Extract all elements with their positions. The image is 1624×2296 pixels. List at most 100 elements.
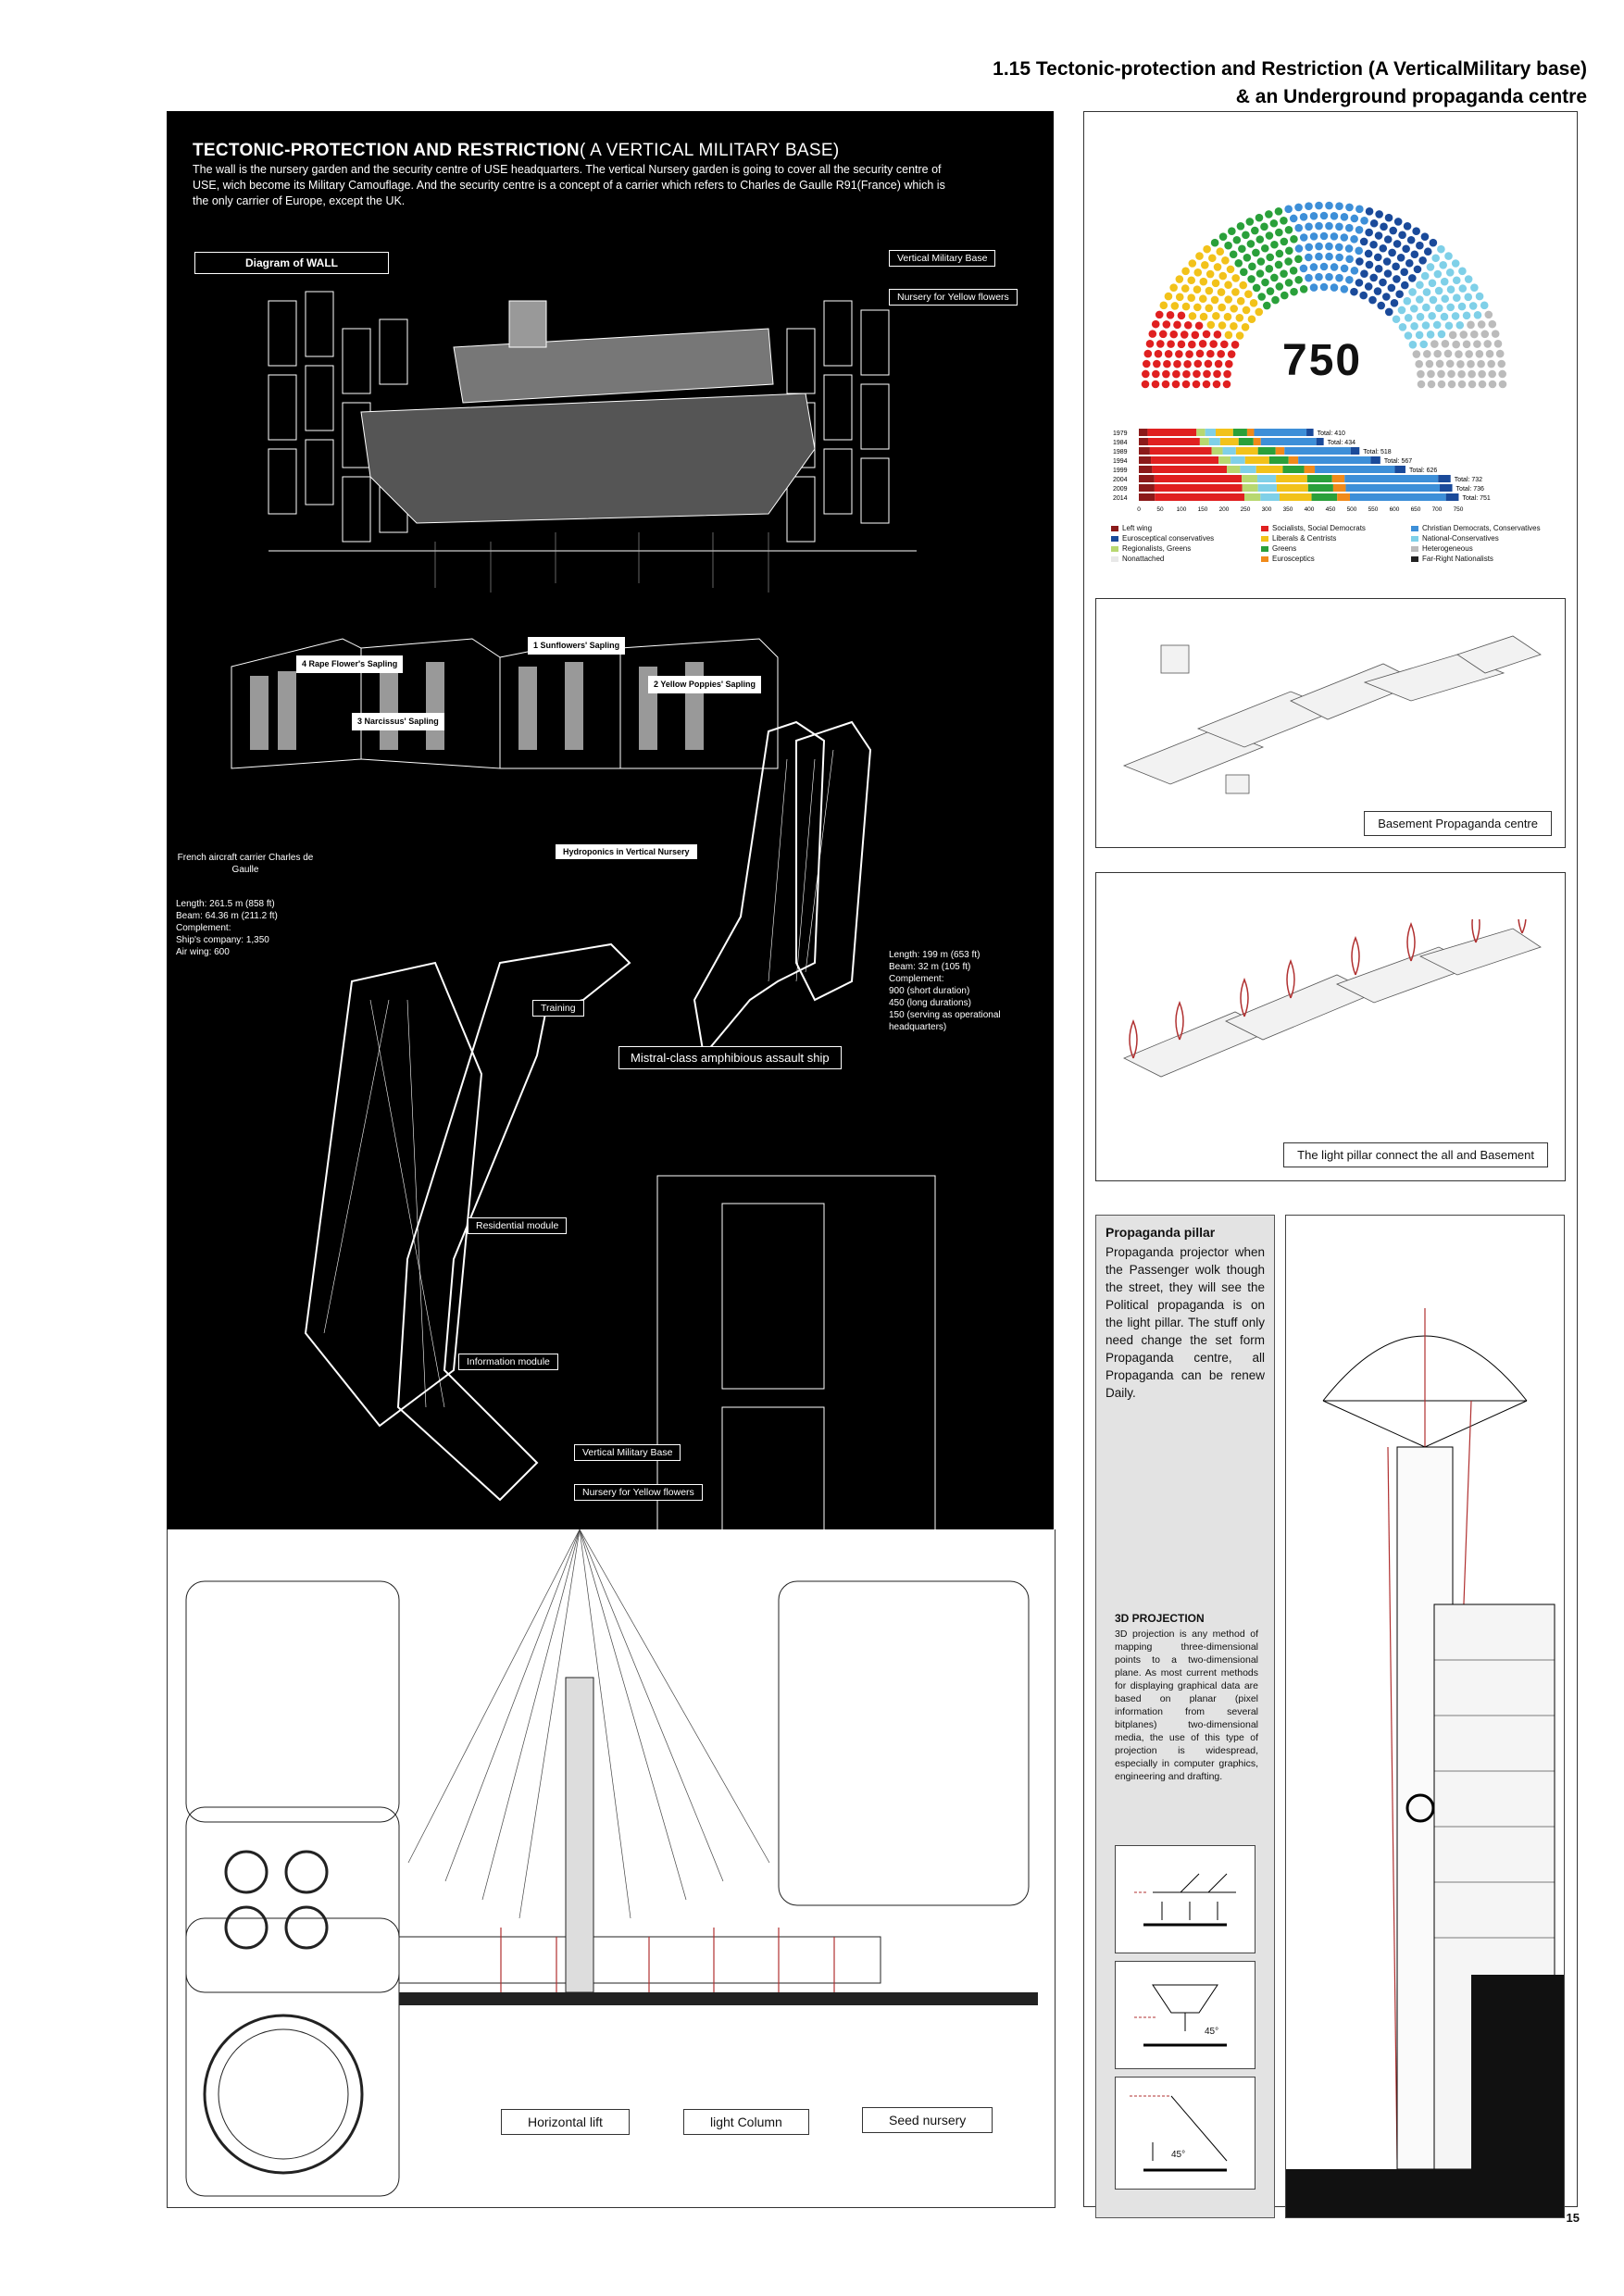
seat-dot — [1193, 303, 1202, 312]
seat-dot — [1408, 288, 1417, 296]
seat-dot — [1241, 322, 1250, 331]
seat-dot — [1229, 250, 1238, 259]
seat-dot — [1142, 359, 1151, 368]
seat-dot — [1426, 331, 1435, 339]
seat-bar-segment — [1275, 447, 1285, 455]
seat-dot — [1325, 272, 1333, 281]
seat-dot — [1458, 267, 1467, 276]
seat-bar-segment — [1257, 447, 1276, 455]
seat-dot — [1493, 339, 1503, 348]
seat-dot — [1205, 286, 1214, 295]
seat-dot — [1284, 257, 1293, 266]
seat-dot — [1198, 294, 1207, 304]
seat-dot — [1417, 369, 1425, 379]
legend-swatch — [1261, 525, 1268, 531]
seat-dot — [1183, 360, 1192, 368]
seat-dot — [1223, 312, 1232, 321]
bar-year-label: 2004 — [1113, 477, 1128, 483]
seat-dot — [1420, 271, 1430, 281]
cdg-spec-airwing: Air wing: 600 — [176, 947, 230, 957]
mistral-spec-short: 900 (short duration) — [889, 986, 970, 996]
seat-dot — [1419, 340, 1428, 349]
seat-dot — [1446, 303, 1455, 312]
seat-bar-segment — [1311, 493, 1338, 501]
seat-dot — [1319, 282, 1329, 292]
seat-dot — [1217, 288, 1226, 296]
seat-dot — [1440, 277, 1449, 286]
seat-dot — [1319, 211, 1329, 220]
projection-diagram-3: 45° — [1115, 2077, 1255, 2190]
projection-diagram-2-drawing — [1134, 1984, 1227, 2047]
seat-dot — [1290, 235, 1298, 243]
basement-panel: Basement Propaganda centre — [1095, 598, 1566, 848]
seat-dot — [1415, 295, 1424, 304]
seat-dot — [1141, 380, 1150, 389]
projection-diagram-1 — [1115, 1845, 1255, 1953]
seat-dot — [1426, 263, 1435, 271]
sapling-1: 1 Sunflowers' Sapling — [528, 637, 626, 655]
seat-dot — [1495, 349, 1505, 358]
seat-dot — [1193, 268, 1203, 277]
light-pillar-axonometric-drawing — [1123, 919, 1542, 1078]
seat-bar-segment — [1139, 484, 1155, 492]
seat-dot — [1201, 261, 1209, 269]
seat-dot — [1224, 295, 1233, 304]
seat-dot — [1193, 359, 1203, 368]
seat-dot — [1345, 275, 1354, 284]
seat-dot — [1214, 359, 1223, 368]
light-column-drawing — [185, 1529, 1038, 2197]
seat-dot — [1455, 350, 1463, 358]
seat-dot — [1330, 263, 1339, 271]
seat-dot — [1294, 244, 1304, 253]
seat-dot — [1443, 349, 1453, 358]
seat-dot — [1369, 273, 1378, 282]
seat-dot — [1177, 340, 1186, 349]
legend-label: Liberals & Centrists — [1272, 534, 1337, 543]
seat-dot — [1415, 359, 1424, 368]
seat-dot — [1309, 212, 1318, 220]
seat-dot — [1156, 340, 1165, 348]
training-label: Training — [532, 1000, 584, 1017]
seat-dot — [1212, 311, 1220, 320]
seat-dot — [1227, 350, 1236, 358]
bar-total-label: Total: 567 — [1384, 458, 1412, 465]
legend-label: Greens — [1272, 544, 1297, 553]
seat-bar-segment — [1152, 466, 1228, 473]
seat-dot — [1402, 244, 1410, 254]
seat-dot — [1456, 360, 1465, 368]
bar-year-label: 1994 — [1113, 458, 1128, 465]
propaganda-text-column: Propaganda pillar Propaganda projector w… — [1095, 1215, 1275, 2218]
seat-dot — [1251, 226, 1259, 235]
seat-dot — [1365, 260, 1374, 269]
seat-dot — [1468, 369, 1476, 379]
seat-bar-segment — [1350, 493, 1446, 501]
seat-dot — [1299, 213, 1308, 221]
seat-bar-segment — [1350, 447, 1360, 455]
seat-dot — [1153, 359, 1161, 368]
seat-dot — [1468, 302, 1478, 310]
seat-dot — [1403, 222, 1412, 231]
seat-dot — [1397, 306, 1406, 315]
seat-dot — [1270, 240, 1279, 249]
seat-dot — [1365, 228, 1373, 237]
seat-bar-segment — [1253, 438, 1261, 445]
seat-dot — [1163, 359, 1171, 368]
sapling-2: 2 Yellow Poppies' Sapling — [648, 676, 762, 693]
seat-dot — [1360, 216, 1368, 225]
seat-dot — [1452, 276, 1461, 285]
seat-dot — [1162, 320, 1171, 329]
cdg-spec-company: Ship's company: 1,350 — [176, 935, 269, 945]
seat-dot — [1236, 222, 1245, 231]
legend-label: Heterogeneous — [1422, 544, 1473, 553]
seat-dot — [1234, 258, 1243, 268]
seat-dot — [1413, 265, 1422, 274]
seat-dot — [1488, 369, 1496, 379]
seat-dot — [1335, 273, 1343, 282]
seat-bar-segment — [1445, 493, 1459, 501]
panel-intro: The wall is the nursery garden and the s… — [193, 163, 945, 207]
seat-dot — [1392, 315, 1401, 324]
seat-dot — [1415, 331, 1424, 340]
seat-dot — [1478, 380, 1487, 389]
